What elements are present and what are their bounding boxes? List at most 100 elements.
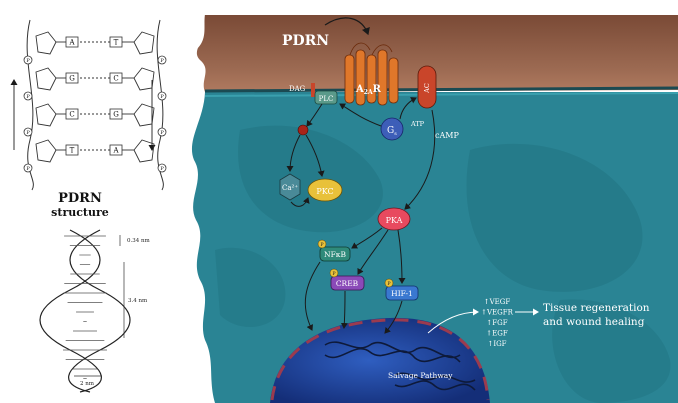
nfkb-box — [319, 246, 351, 262]
arrow-ca-pkc — [290, 197, 310, 207]
sugar-ring — [133, 31, 155, 55]
nuclear-envelope — [270, 318, 490, 401]
dag-marker — [311, 83, 315, 97]
gs-label: Gs — [387, 126, 397, 137]
calcium-hexagon — [279, 173, 301, 201]
sugar-ring — [35, 67, 57, 91]
base-box-left — [65, 36, 79, 48]
pka-label: PKA — [386, 216, 403, 225]
outcome-line1: Tissue regeneration — [543, 302, 650, 314]
camp-label: cAMP — [435, 131, 459, 140]
pka-node — [377, 207, 411, 231]
growth-factor-item: ↑EGF — [486, 330, 508, 338]
growth-factor-item: ↑VEGF — [484, 298, 511, 306]
phosphate-circle — [157, 55, 167, 65]
growth-factor-item: ↑VEGFR — [481, 309, 513, 317]
nuclear-dna — [324, 341, 461, 363]
growth-factor-list: ↑VEGF↑VEGFR↑FGF↑EGF↑IGF — [481, 298, 513, 348]
outcome-line2: and wound healing — [543, 316, 645, 328]
base-box-left — [65, 144, 79, 156]
arrow-gs-ac — [399, 97, 417, 120]
arrow-hif-nucleus — [384, 300, 403, 334]
base-box-right — [109, 72, 123, 84]
phosphate-circle — [157, 163, 167, 173]
arrow-plc-sphere — [306, 103, 323, 127]
phosphate-circle — [23, 127, 33, 137]
hif-box — [385, 285, 419, 301]
sugar-ring — [35, 139, 57, 163]
dna-pitch-label: 3.4 nm — [128, 298, 148, 304]
phosphate-label: P — [160, 166, 164, 172]
dna-rise-label: 0.34 nm — [127, 238, 151, 244]
phosphate-label: P — [160, 94, 164, 100]
phosphate-label: P — [160, 130, 164, 136]
hif-phospho-badge — [384, 278, 394, 288]
cell-membrane — [196, 15, 678, 92]
arrow-creb-nucleus — [340, 290, 348, 329]
phosphate-circle — [23, 55, 33, 65]
pkc-node — [307, 178, 343, 202]
a2a-receptor-label: A2AR — [355, 84, 382, 96]
pkc-label: PKC — [316, 187, 333, 196]
dag-label: DAG — [289, 85, 306, 93]
arrow-gs-plc — [339, 103, 382, 127]
gs-protein — [380, 117, 404, 141]
creb-label: CREB — [336, 279, 359, 288]
calcium-label: Ca²⁺ — [282, 184, 298, 192]
a2a-receptor — [344, 42, 399, 106]
phosphate-label: P — [26, 94, 30, 100]
base-letter-right: C — [113, 75, 118, 83]
ip3-sphere — [297, 124, 309, 136]
adenylyl-cyclase — [417, 65, 437, 109]
dna-width-label: 2 nm — [80, 381, 95, 387]
plc-box — [314, 90, 338, 105]
torn-edge — [0, 0, 210, 403]
base-box-right — [109, 108, 123, 120]
phosphate-circle — [23, 91, 33, 101]
structure-title-line1: PDRN — [58, 191, 102, 206]
phosphate-circle — [23, 163, 33, 173]
base-pair-row: G C P P — [23, 67, 167, 101]
salvage-pathway-label: Salvage Pathway — [388, 371, 453, 380]
growth-factor-item: ↑IGF — [487, 340, 506, 348]
base-letter-right: T — [114, 39, 119, 47]
arrow-sphere-ca — [286, 134, 301, 172]
helix-measures — [74, 235, 125, 377]
sugar-ring — [133, 139, 155, 163]
membrane-bilayer — [204, 86, 678, 93]
membrane-bilayer — [204, 92, 678, 97]
sugar-ring — [35, 31, 57, 55]
helix-rungs — [63, 235, 107, 379]
nucleus — [270, 317, 490, 403]
base-letter-left: T — [70, 147, 75, 155]
creb-box — [330, 275, 365, 291]
base-box-right — [109, 36, 123, 48]
arrow-sphere-pkc — [305, 134, 325, 177]
pathway-arrows — [286, 97, 436, 334]
pdrn-arrow — [324, 17, 370, 36]
base-letter-left: G — [69, 75, 75, 83]
nfkb-phospho-label: P — [320, 242, 323, 248]
arrow-pka-hif — [397, 229, 406, 284]
cytoplasm-shade — [552, 299, 671, 403]
phosphate-label: P — [160, 58, 164, 64]
cytoplasm-shade — [466, 143, 643, 292]
cell-region — [192, 15, 678, 403]
cytoplasm-shade — [238, 125, 383, 233]
nuclear-dna-2 — [394, 372, 476, 391]
arrow-pka-creb — [357, 229, 389, 275]
arrow-pka-nfkb — [351, 227, 383, 249]
creb-phospho-label: P — [332, 271, 335, 277]
pdrn-title: PDRN — [282, 33, 329, 49]
base-box-right — [109, 144, 123, 156]
nfkb-phospho-badge — [317, 239, 327, 249]
structure-title-line2: structure — [51, 206, 109, 219]
phosphate-circle — [157, 127, 167, 137]
base-letter-left: A — [68, 39, 75, 47]
base-box-left — [65, 108, 79, 120]
phosphate-label: P — [26, 166, 30, 172]
